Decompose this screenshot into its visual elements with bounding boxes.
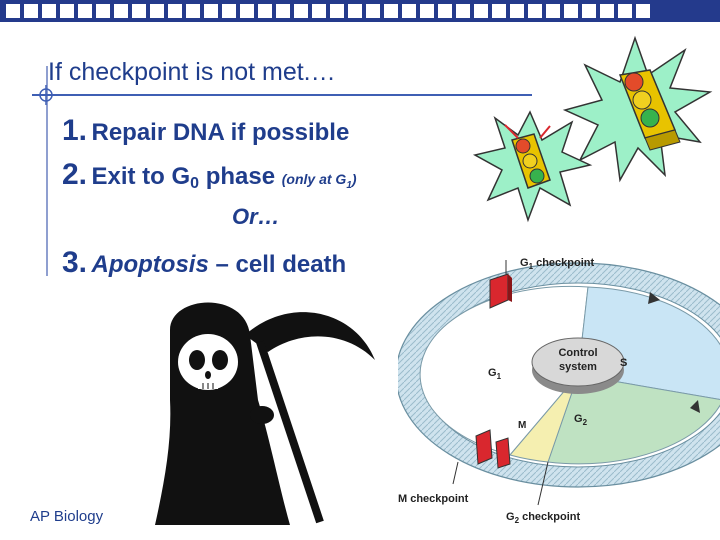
list-text-after: phase [199,163,282,190]
footer-course-label: AP Biology [30,508,104,525]
control-system-disk [531,337,625,387]
header-decoration [0,4,650,18]
traffic-light-large [618,69,681,151]
m-checkpoint-gate [475,429,511,469]
list-text: Exit to G [91,163,191,190]
list-italic-text: Apoptosis [91,251,209,278]
list-subscript: 0 [190,175,200,193]
phase-g2-sector [547,374,720,465]
grim-reaper-clipart [155,302,375,525]
cell-cycle-diagram: Control system S G1 G2 M G1 checkpoint M… [398,257,720,525]
list-note: (only at G [281,171,347,187]
traffic-light-clipart [472,35,713,223]
title-vertical-rule [46,66,48,276]
list-number: 3. [62,246,88,279]
skull-icon [178,334,238,390]
title-underline [32,94,532,96]
list-text: – cell death [208,251,347,278]
phase-g1-sector [419,285,589,456]
scythe-icon [245,312,375,360]
list-text: Repair DNA if possible [91,119,350,146]
list-number: 2. [62,158,88,191]
list-item-exit-g0: 2. Exit to G0 phase (only at G1) [62,158,357,193]
phase-m-label: M [518,420,526,431]
crosshair-icon [36,85,56,105]
g1-checkpoint-label: G1 checkpoint [520,257,594,271]
header-bar [0,0,720,22]
list-note-end: ) [351,171,357,187]
or-text: Or… [232,204,280,229]
list-item-apoptosis: 3. Apoptosis – cell death [62,246,346,280]
cell-cycle-phases [419,285,720,465]
list-note-subscript: 1 [346,180,352,192]
m-checkpoint-label: M checkpoint [398,493,469,505]
g2-checkpoint-label: G2 checkpoint [506,511,580,525]
traffic-light-small [511,133,551,189]
phase-g1-label: G1 [488,367,502,381]
control-system-label-1: Control [558,347,597,359]
control-system-label-2: system [559,361,597,373]
phase-g2-label: G2 [574,413,588,427]
phase-s-label: S [620,357,627,369]
slide-title: If checkpoint is not met.… [48,58,336,86]
list-number: 1. [62,114,88,147]
g1-checkpoint-gate [489,273,512,309]
list-item-repair: 1. Repair DNA if possible [62,114,349,148]
